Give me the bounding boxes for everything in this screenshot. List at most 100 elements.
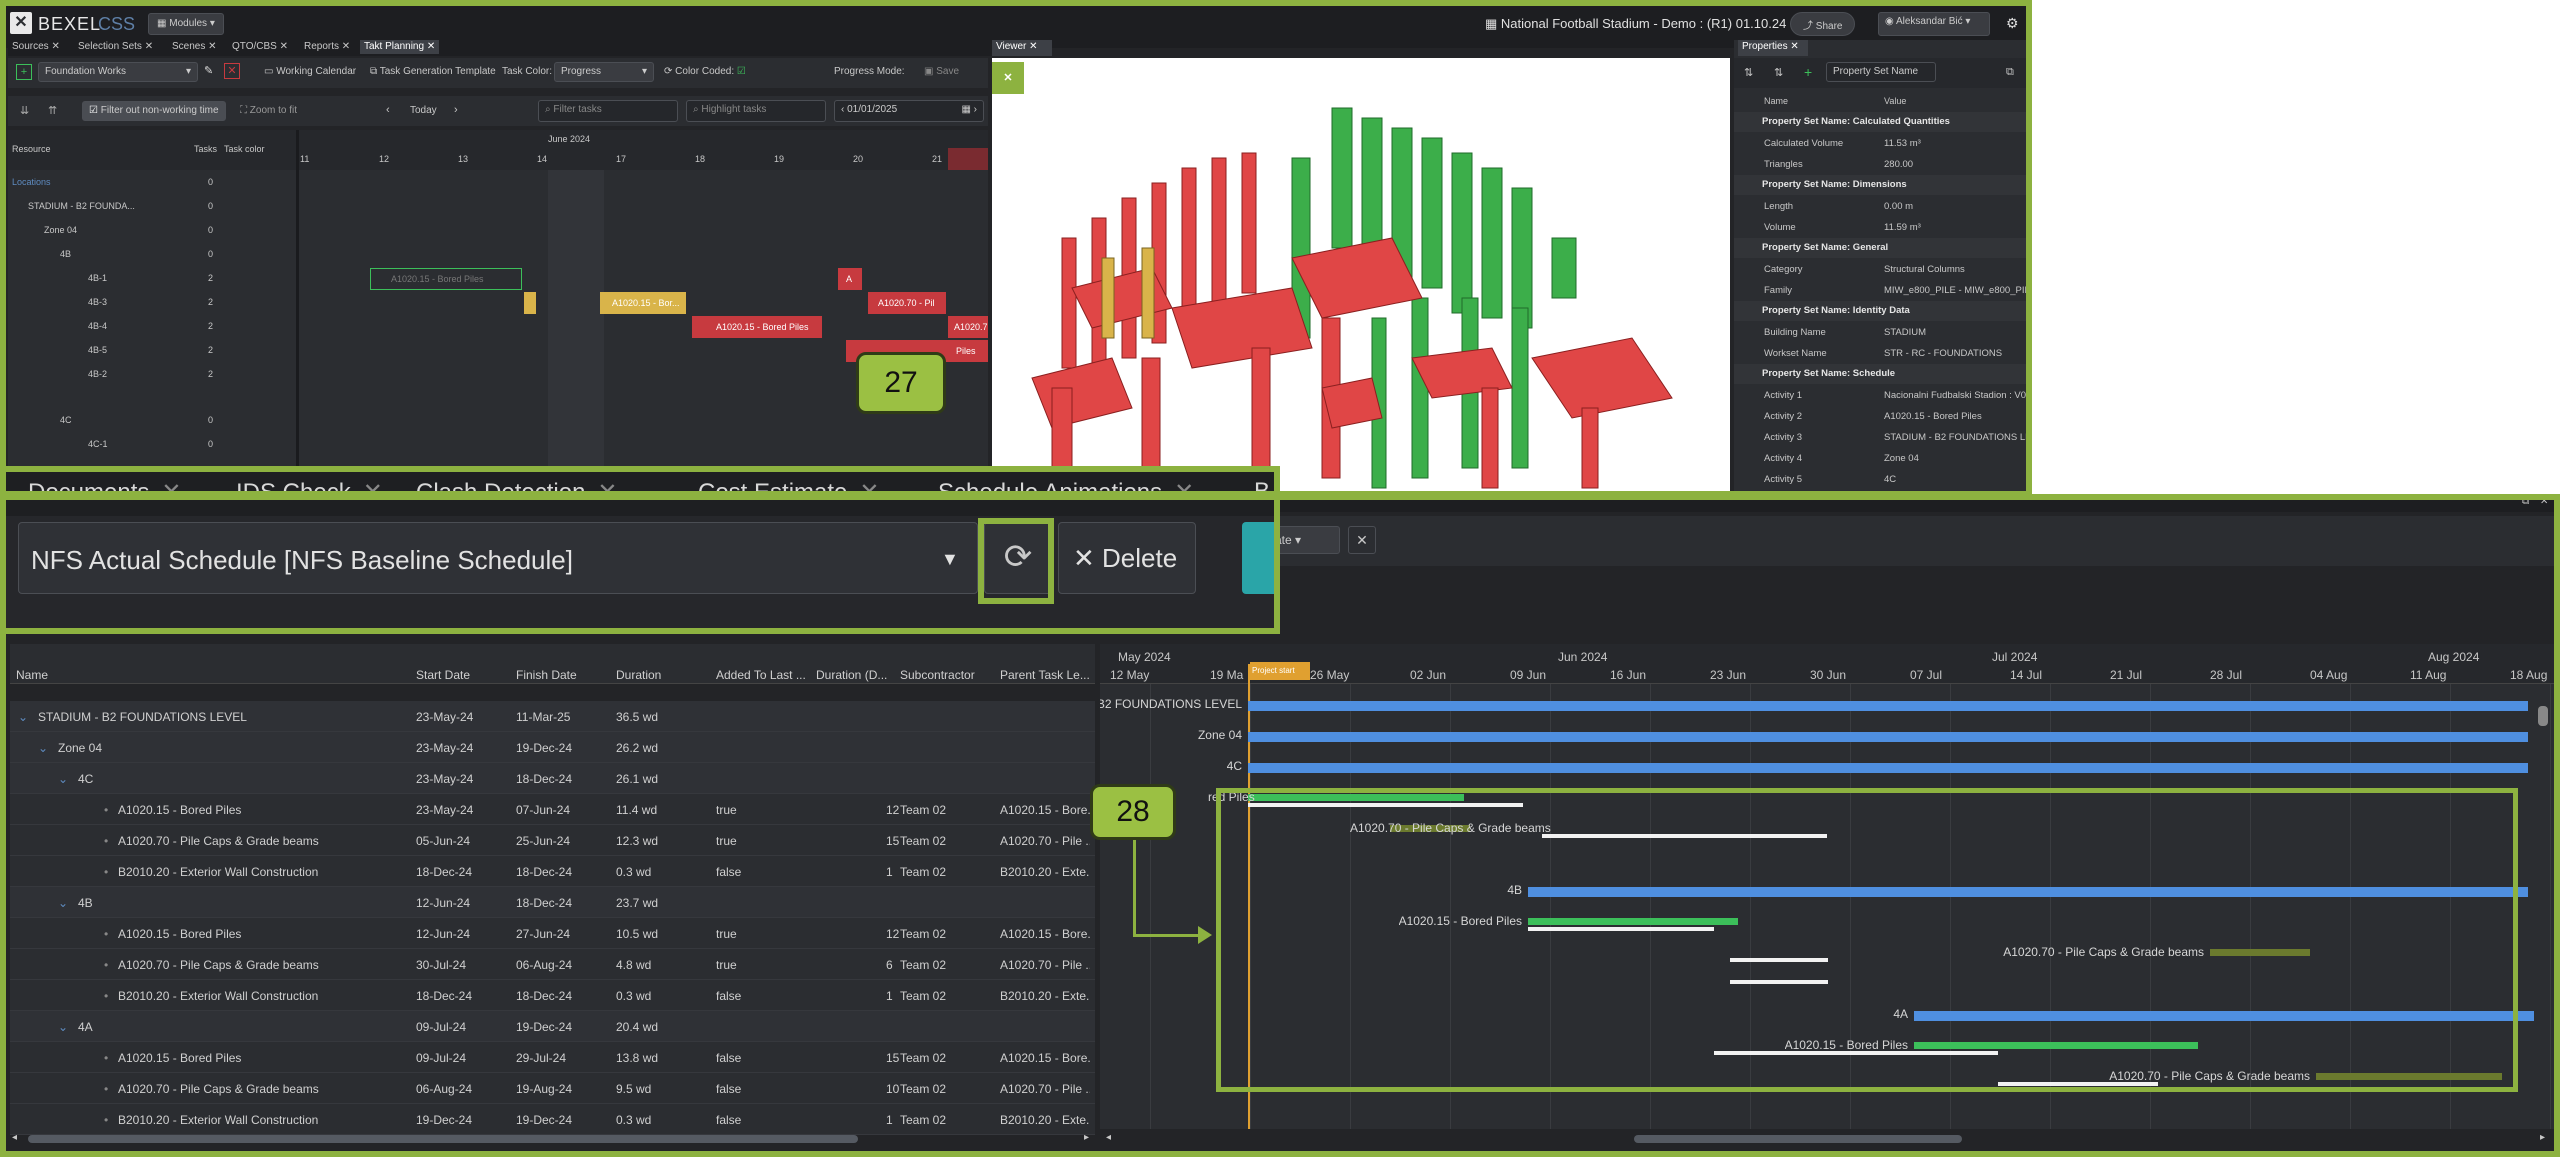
filter-nonworking-toggle[interactable]: ☑ Filter out non-working time xyxy=(82,101,226,121)
add-icon[interactable]: + xyxy=(1804,64,1813,80)
takt-bar[interactable]: A1020.70 - Pil xyxy=(868,292,946,314)
gantt-bar[interactable] xyxy=(1390,825,1470,832)
tab-sources[interactable]: Sources ✕ xyxy=(12,41,60,52)
scroll-right-icon[interactable]: ▸ xyxy=(1084,1132,1090,1143)
set-select[interactable]: Foundation Works▾ xyxy=(38,62,198,82)
gantt-bar[interactable] xyxy=(1248,732,2528,742)
task-color-select[interactable]: Progress▾ xyxy=(554,62,654,82)
column-header[interactable]: Subcontractor xyxy=(900,668,975,682)
viewer-tab[interactable]: Viewer ✕ xyxy=(992,40,1052,56)
column-header[interactable]: Finish Date xyxy=(516,668,577,682)
resource-row[interactable]: STADIUM - B2 FOUNDA...0 xyxy=(8,194,298,218)
save-button[interactable]: ▣ Save xyxy=(924,66,960,77)
tab-selection-sets[interactable]: Selection Sets ✕ xyxy=(78,41,154,52)
column-header[interactable]: Start Date xyxy=(416,668,471,682)
gantt-scrollbar[interactable] xyxy=(1634,1135,1962,1143)
gantt-bar[interactable] xyxy=(1914,1011,2534,1021)
teal-button-zoom[interactable] xyxy=(1242,522,1276,594)
takt-bar[interactable]: A1020.7 xyxy=(948,316,988,338)
grid-scrollbar[interactable] xyxy=(28,1135,858,1143)
task-gen-button[interactable]: ⧉ Task Generation Template xyxy=(370,66,496,77)
filter-icon[interactable]: ⇅ xyxy=(1744,67,1754,79)
takt-bar[interactable]: A xyxy=(838,268,862,290)
edit-icon[interactable]: ✎ xyxy=(204,65,214,77)
gantt-bar[interactable] xyxy=(1248,763,2528,773)
date-picker[interactable]: ‹ 01/01/2025▦ › xyxy=(834,100,984,122)
column-header[interactable]: Parent Task Le... xyxy=(1000,668,1090,682)
schedule-select[interactable]: NFS Actual Schedule [NFS Baseline Schedu… xyxy=(18,522,978,594)
gantt-bar[interactable] xyxy=(1248,701,2528,711)
modules-button[interactable]: ▦ Modules ▾ xyxy=(148,13,224,35)
property-group-header[interactable]: Property Set Name: General xyxy=(1734,238,2030,258)
scroll-right-icon[interactable]: ▸ xyxy=(2540,1132,2546,1143)
tab-scenes[interactable]: Scenes ✕ xyxy=(172,41,217,52)
gantt-bar[interactable] xyxy=(1528,887,2528,897)
collapse-icon[interactable]: ⇊ xyxy=(20,105,30,117)
property-group-header[interactable]: Property Set Name: Calculated Quantities xyxy=(1734,112,2030,132)
today-button[interactable]: Today xyxy=(410,105,437,116)
delete-button[interactable]: ✕ Delete xyxy=(1058,522,1196,594)
column-header[interactable]: Name xyxy=(16,668,49,682)
takt-bar[interactable] xyxy=(524,292,536,314)
filter-icon[interactable]: ⇅ xyxy=(1774,67,1784,79)
chevron-down-icon[interactable]: ⌄ xyxy=(58,896,69,910)
tab-qto-cbs[interactable]: QTO/CBS ✕ xyxy=(232,41,288,52)
tab-reports[interactable]: Reports ✕ xyxy=(304,41,351,52)
color-coded-toggle[interactable]: ⟳ Color Coded: ☑ xyxy=(664,66,746,77)
filter-tasks-input[interactable]: ⌕ Filter tasks xyxy=(538,100,678,122)
window-restore-icon[interactable]: ⧉ xyxy=(2522,496,2530,507)
share-button[interactable]: ⤴ Share xyxy=(1790,12,1856,36)
column-header[interactable]: Duration xyxy=(616,668,662,682)
column-header[interactable]: Duration (D... xyxy=(816,668,888,682)
property-group-header[interactable]: Property Set Name: Dimensions xyxy=(1734,175,2030,195)
gantt-bar[interactable] xyxy=(1248,794,1464,801)
viewer-canvas[interactable]: ✕ xyxy=(992,58,1730,495)
column-header[interactable]: Added To Last ... xyxy=(716,668,806,682)
takt-bar[interactable]: A1020.15 - Bored Piles xyxy=(692,316,822,338)
working-calendar-button[interactable]: ▭ Working Calendar xyxy=(264,66,357,77)
chevron-down-icon[interactable]: ⌄ xyxy=(58,1020,69,1034)
prev-icon[interactable]: ‹ xyxy=(386,104,390,116)
chevron-down-icon[interactable]: ⌄ xyxy=(58,772,69,786)
property-group-header[interactable]: Property Set Name: Identity Data xyxy=(1734,301,2030,321)
window-close-icon[interactable]: ✕ xyxy=(2540,496,2549,507)
user-menu[interactable]: ◉ Aleksandar Bić ▾ xyxy=(1878,12,1990,36)
tab-takt-planning[interactable]: Takt Planning ✕ xyxy=(360,40,440,54)
gantt-bar[interactable] xyxy=(1528,918,1738,925)
close-icon[interactable]: ✕ xyxy=(1348,526,1376,554)
chevron-down-icon[interactable]: ⌄ xyxy=(18,710,29,724)
gantt-bar[interactable] xyxy=(1914,1042,2198,1049)
gantt-bar[interactable] xyxy=(2316,1073,2502,1080)
scroll-left-icon[interactable]: ◂ xyxy=(12,1132,18,1143)
splitter[interactable] xyxy=(296,130,299,470)
scroll-left-icon[interactable]: ◂ xyxy=(1106,1132,1112,1143)
next-icon[interactable]: › xyxy=(454,104,458,116)
delete-icon[interactable]: ✕ xyxy=(224,63,240,79)
highlight-tasks-input[interactable]: ⌕ Highlight tasks xyxy=(686,100,826,122)
add-icon[interactable]: + xyxy=(16,64,32,80)
property-group-header[interactable]: Property Set Name: Schedule xyxy=(1734,364,2030,384)
